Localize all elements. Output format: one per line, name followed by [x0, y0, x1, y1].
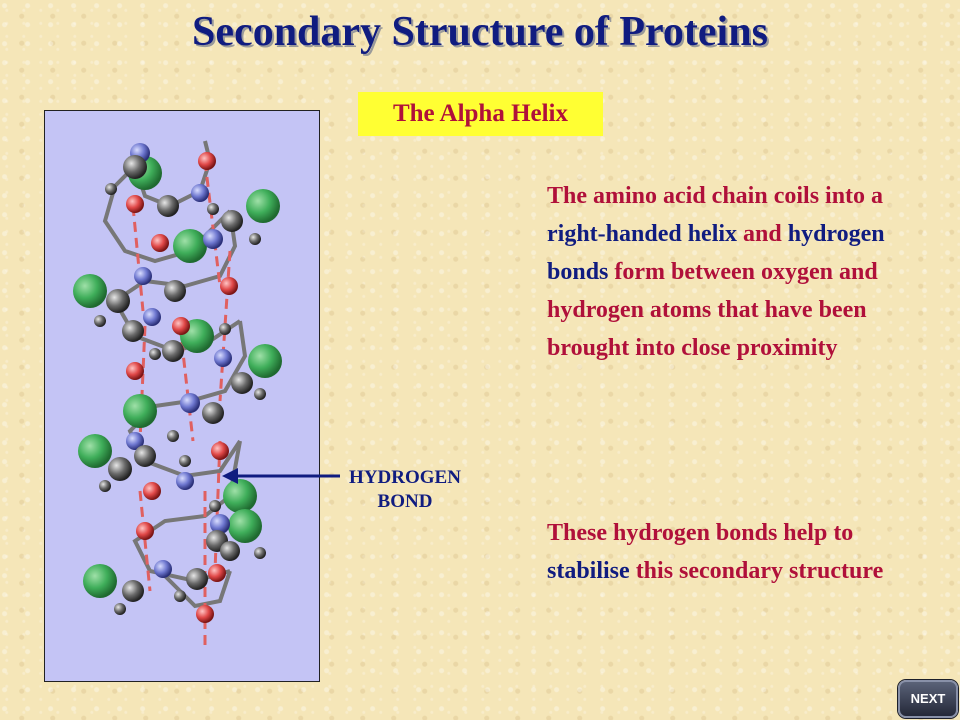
highlight-stabilise: stabilise [547, 558, 630, 584]
description-paragraph-2: These hydrogen bonds help to stabilise t… [547, 520, 884, 584]
page-title: Secondary Structure of Proteins [192, 9, 768, 55]
hydrogen-bond-label: HYDROGEN BOND [330, 466, 480, 514]
subtitle-box: The Alpha Helix [358, 92, 603, 136]
next-button[interactable]: NEXT [898, 680, 958, 718]
hydrogen-bond-label-line1: HYDROGEN [349, 467, 461, 488]
helix-molecule-illustration [73, 140, 282, 651]
alpha-helix-model [44, 110, 320, 682]
highlight-right-handed-helix: right-handed helix [547, 221, 738, 247]
hydrogen-bond-label-line2: BOND [377, 491, 433, 512]
description-paragraph-1: The amino acid chain coils into a right-… [547, 183, 885, 361]
highlight-hydrogen-bonds: hydrogen bonds [547, 221, 885, 285]
